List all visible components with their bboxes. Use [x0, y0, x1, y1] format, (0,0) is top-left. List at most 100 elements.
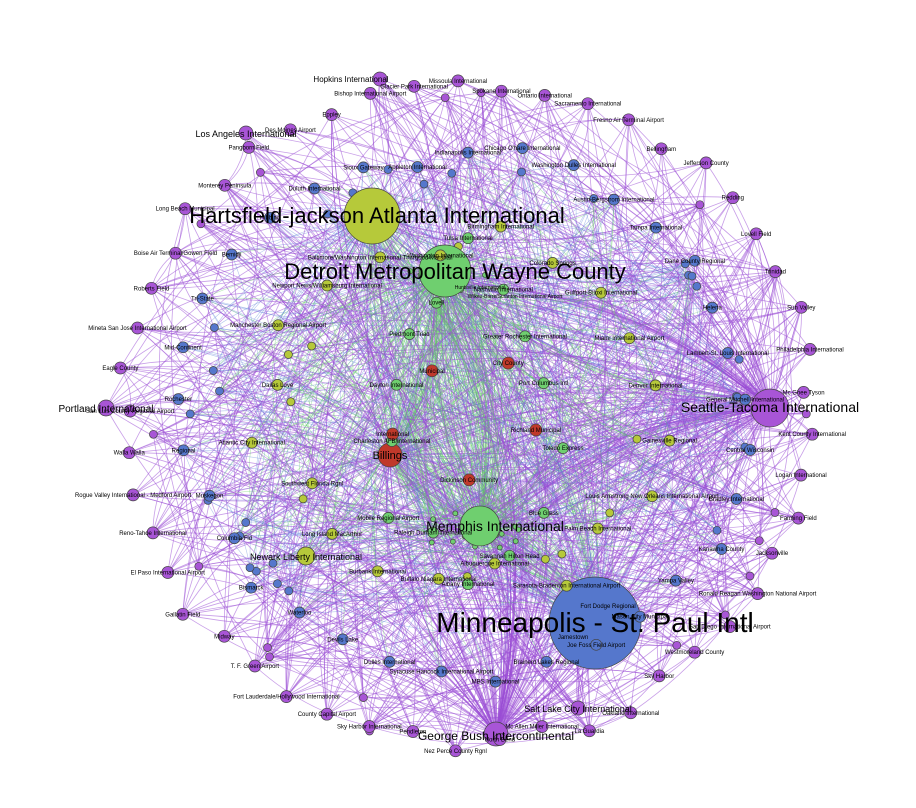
airport-label: Ronald Reagan Washington National Airpor…: [699, 592, 817, 598]
graph-node: [680, 259, 690, 269]
edge: [379, 78, 596, 624]
airport-label: Rochester: [165, 397, 192, 403]
airport-label: Blue Grass: [529, 511, 559, 517]
edge: [541, 306, 802, 727]
edge: [272, 532, 434, 567]
edge: [552, 262, 718, 531]
airport-node: [652, 669, 666, 683]
airport-label: Appleton International: [388, 165, 446, 171]
airport-label: Chicago O'hare International: [484, 146, 560, 152]
airport-node: [362, 720, 376, 733]
edge: [676, 276, 731, 627]
edge: [256, 445, 751, 572]
edge: [468, 274, 497, 481]
graph-node: [428, 539, 435, 546]
edge: [231, 254, 262, 536]
edge: [272, 263, 686, 564]
edge: [202, 298, 391, 456]
airport-node: [751, 587, 764, 600]
edge: [151, 215, 373, 289]
edge: [501, 90, 771, 409]
edge: [609, 493, 737, 514]
edge: [369, 93, 546, 560]
graph-node: [430, 516, 436, 523]
airport-node: [308, 182, 321, 195]
airport-node: [462, 578, 474, 591]
airport-label: Kanawha County: [699, 547, 745, 553]
graph-node: [541, 554, 550, 564]
edge: [290, 401, 543, 727]
edge: [369, 93, 670, 441]
edge: [311, 346, 469, 585]
airport-node: [654, 142, 668, 156]
airport-label: Pangborn Field: [228, 145, 269, 151]
edge: [288, 354, 470, 481]
edge: [479, 286, 502, 527]
edge: [224, 185, 760, 542]
edge: [326, 285, 760, 542]
edge: [288, 474, 802, 598]
airport-label: Mc Ghee Tyson: [783, 390, 825, 396]
edge: [214, 327, 469, 585]
airport-node: [306, 477, 318, 490]
airport-node: [418, 244, 472, 298]
airport-node: [177, 341, 189, 354]
airport-label: Sarasota-Bradenton International Airport: [513, 584, 621, 590]
edge: [251, 226, 501, 443]
edge: [392, 289, 504, 435]
edge: [379, 78, 611, 513]
edge: [391, 198, 594, 442]
edge: [389, 392, 804, 468]
airport-label: Logan International: [775, 473, 826, 479]
airport-node: [371, 565, 384, 578]
edge: [254, 264, 439, 667]
airport-node: [462, 232, 474, 245]
edge: [248, 147, 391, 456]
edge: [467, 152, 553, 263]
graph-node: [268, 558, 278, 568]
edge: [302, 498, 562, 559]
edge: [466, 279, 653, 497]
airport-node: [560, 579, 573, 592]
graph-node: [496, 544, 503, 551]
edge: [481, 274, 574, 638]
airport-label: Portland International: [58, 404, 153, 415]
airport-node: [248, 659, 262, 673]
airport-label: Waterloo: [288, 611, 312, 617]
edge: [406, 270, 456, 751]
edge: [403, 274, 435, 531]
edge: [327, 227, 657, 294]
edge: [269, 217, 737, 500]
edge: [620, 407, 771, 619]
edge: [368, 661, 390, 727]
airport-label: Washington Dulles International: [531, 163, 616, 169]
edge: [448, 289, 550, 662]
edge: [389, 359, 740, 458]
airport-label: George Bush Intercontinental: [418, 729, 574, 743]
airport-label: Memphis International: [426, 518, 564, 534]
edge: [493, 449, 751, 529]
airport-node: [225, 248, 238, 261]
edge: [465, 227, 657, 527]
edge: [248, 147, 740, 360]
edge: [389, 454, 496, 682]
edge: [495, 171, 561, 735]
edge: [175, 252, 758, 594]
airport-label: Des Moines Airport: [265, 128, 316, 134]
edge: [314, 188, 776, 513]
edge: [431, 542, 660, 677]
airport-label: Mid-Continent: [164, 345, 202, 351]
airport-node: [750, 388, 790, 428]
edge: [389, 226, 501, 456]
airport-node: [583, 724, 596, 738]
edge: [254, 362, 509, 667]
airport-node: [567, 159, 580, 171]
edge: [371, 215, 546, 560]
edge: [277, 392, 804, 585]
edge: [331, 173, 453, 535]
airport-node: [649, 379, 662, 392]
airport-node: [749, 227, 763, 241]
airport-label: Austin-Bergstrom International: [573, 198, 654, 204]
airport-node: [161, 566, 175, 579]
airport-node: [218, 178, 232, 192]
